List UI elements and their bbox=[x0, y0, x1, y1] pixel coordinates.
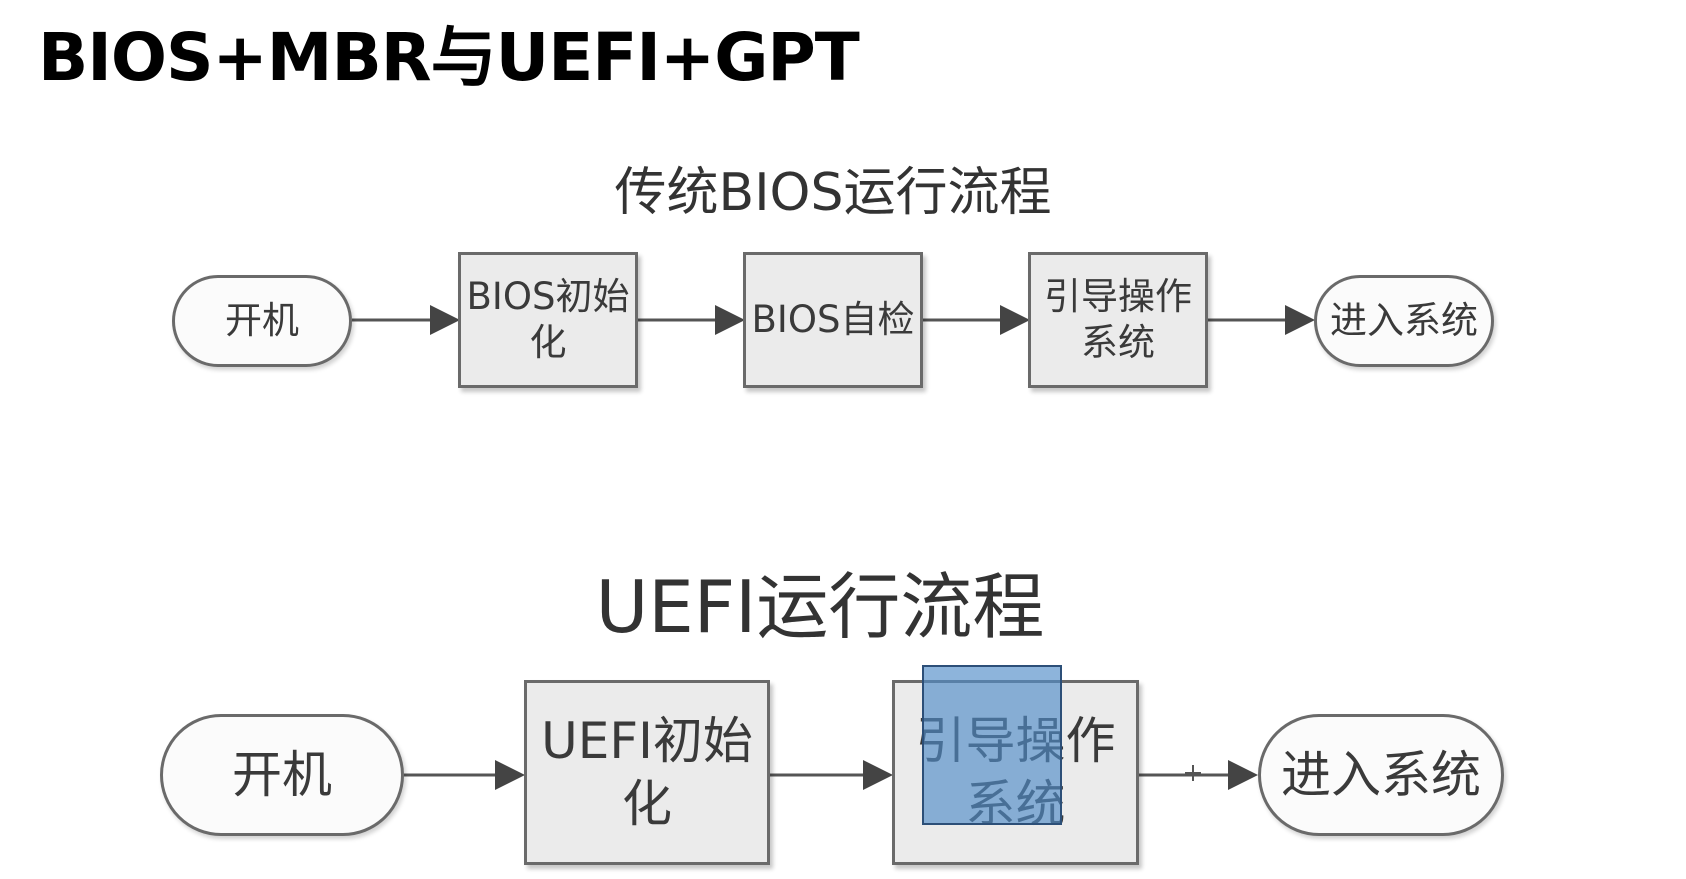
bios-step-power-on: 开机 bbox=[172, 275, 352, 367]
uefi-step-enter-system-label: 进入系统 bbox=[1281, 745, 1481, 804]
bios-step-boot-os-line2: 系统 bbox=[1081, 321, 1155, 364]
bios-flow-title: 传统BIOS运行流程 bbox=[614, 163, 1052, 223]
bios-step-self-test-label: BIOS自检 bbox=[751, 297, 915, 341]
bios-step-enter-system: 进入系统 bbox=[1314, 275, 1494, 367]
bios-step-boot-os-line1: 引导操作 bbox=[1044, 274, 1192, 318]
uefi-step-power-on-label: 开机 bbox=[232, 745, 332, 804]
crosshair-cursor-icon bbox=[1185, 765, 1201, 781]
bios-step-enter-system-label: 进入系统 bbox=[1330, 298, 1478, 342]
uefi-step-enter-system: 进入系统 bbox=[1258, 714, 1504, 836]
uefi-step-uefi-init-line1: UEFI初始 bbox=[541, 712, 753, 770]
bios-step-bios-init-line1: BIOS初始 bbox=[466, 274, 630, 318]
uefi-step-uefi-init-line2: 化 bbox=[622, 774, 672, 833]
uefi-flow-title: UEFI运行流程 bbox=[595, 565, 1045, 649]
selection-highlight[interactable] bbox=[922, 665, 1062, 825]
uefi-step-uefi-init: UEFI初始 化 bbox=[524, 680, 770, 865]
page-title: BIOS+MBR与UEFI+GPT bbox=[38, 19, 860, 96]
uefi-step-power-on: 开机 bbox=[160, 714, 404, 836]
bios-step-self-test: BIOS自检 bbox=[743, 252, 923, 388]
bios-step-power-on-label: 开机 bbox=[225, 298, 299, 342]
bios-step-bios-init: BIOS初始 化 bbox=[458, 252, 638, 388]
bios-step-bios-init-line2: 化 bbox=[529, 321, 567, 364]
bios-step-boot-os: 引导操作 系统 bbox=[1028, 252, 1208, 388]
